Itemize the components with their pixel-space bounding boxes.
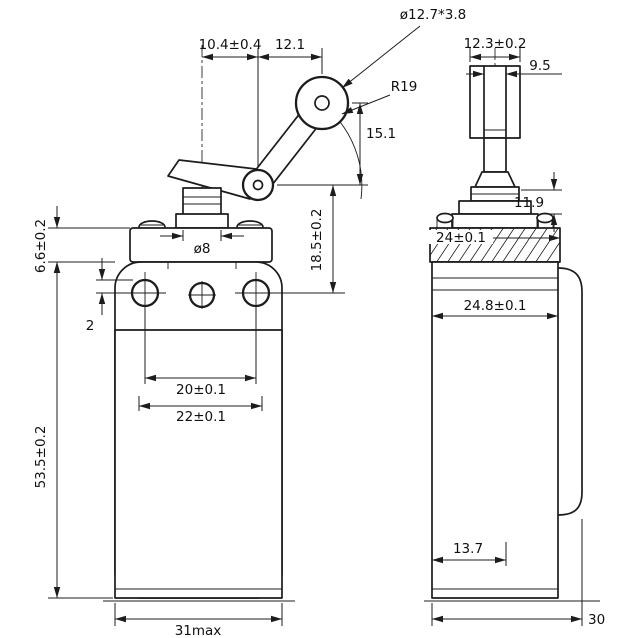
dim-gland-offset-label: 13.7 [453, 541, 483, 557]
dim-slot-width-label: 9.5 [529, 58, 550, 74]
dim-hole-span-inner-label: 20±0.1 [176, 382, 226, 398]
mounting-plate-hatch [430, 228, 560, 262]
roller-hub-hole [314, 95, 330, 111]
dim-plate-depth-label: 24±0.1 [436, 230, 486, 246]
dim-fork-width-label: 12.3±0.2 [464, 36, 527, 52]
switch-body-front-lower [114, 329, 283, 599]
side-view [424, 48, 600, 602]
stem-flare [474, 171, 516, 188]
side-bump [557, 267, 583, 516]
pivot-hub-hole [252, 179, 264, 191]
dim-shaft-dia-label: ø8 [194, 241, 211, 257]
dim-swing-radius-leader [341, 94, 391, 115]
plate-screw-left [436, 212, 454, 224]
dim-total-depth-label: 30 [588, 612, 605, 628]
dim-head-height-label: 11.9 [514, 195, 544, 211]
dim-lever-offset-label: 10.4±0.4 [199, 37, 262, 53]
roller-fork [469, 65, 521, 139]
dim-roller-diameter-label: ø12.7*3.8 [400, 7, 467, 23]
dim-body-height-label: 53.5±0.2 [33, 426, 49, 489]
shaft-collar [175, 213, 229, 229]
dimension-lines: 10.4±0.4 12.1 ø12.7*3.8 R19 15.1 18.5±0.… [33, 7, 605, 638]
dim-body-width-label: 31max [175, 623, 222, 638]
dim-roller-height-label: 15.1 [366, 126, 396, 142]
head-base [451, 213, 539, 229]
pivot-hub [241, 168, 275, 202]
dim-roller-diameter-leader [341, 25, 421, 89]
dim-roller-offset-label: 12.1 [275, 37, 305, 53]
dim-swing-radius-label: R19 [391, 79, 418, 95]
dim-hole-offset-label: 2 [86, 318, 95, 334]
plate-screw-right [536, 212, 554, 224]
dim-plate-depth-label-bg [429, 230, 493, 244]
fork-stem [483, 137, 507, 173]
dim-body-depth-label: 24.8±0.1 [464, 298, 527, 314]
dim-cap-height-label: 6.6±0.2 [33, 219, 49, 273]
roller-outline [294, 75, 350, 131]
dim-hole-span-outer-label: 22±0.1 [176, 409, 226, 425]
front-view [103, 45, 363, 602]
swing-arc [335, 116, 363, 200]
dim-pivot-height-label: 18.5±0.2 [309, 209, 325, 272]
